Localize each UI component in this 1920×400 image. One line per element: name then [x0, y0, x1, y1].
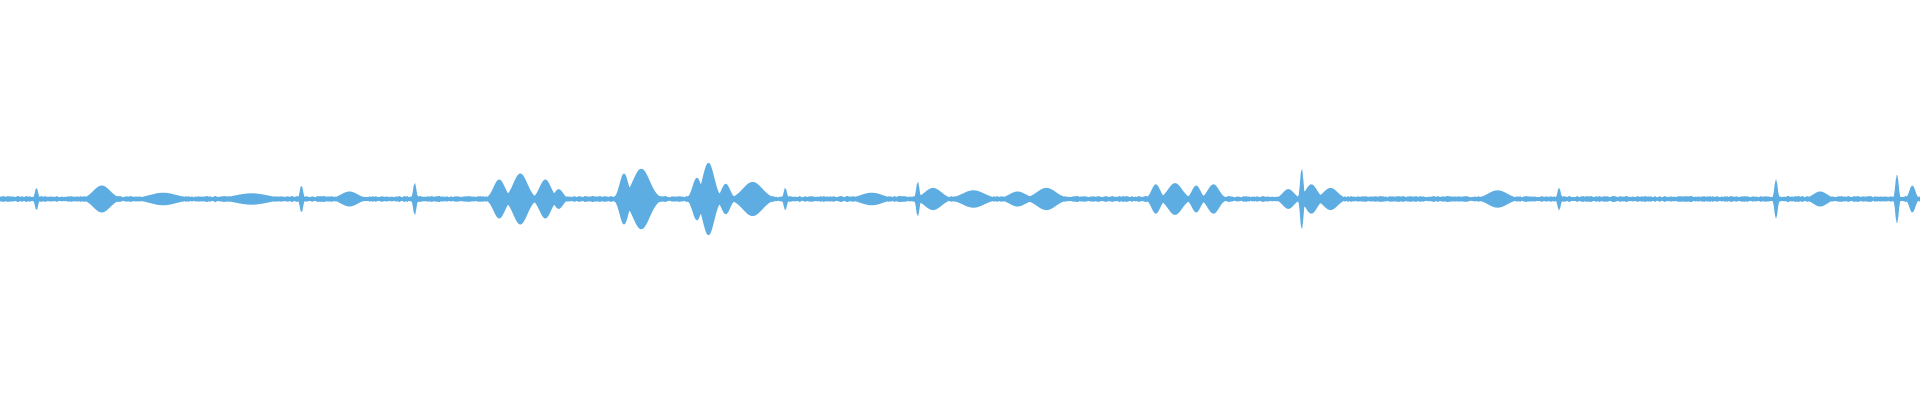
audio-waveform: [0, 162, 1920, 236]
waveform-graphic: [0, 162, 1920, 236]
